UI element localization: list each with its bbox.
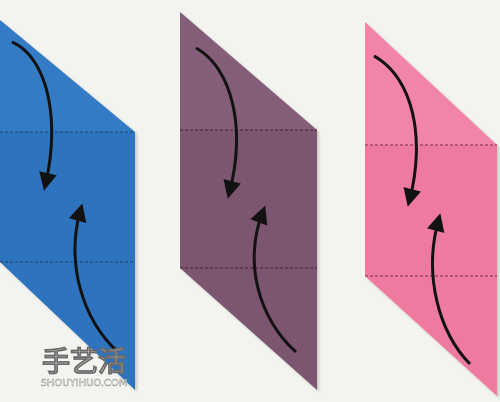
blue-paper-piece <box>0 20 135 390</box>
blue-arrow-down <box>11 40 57 191</box>
blue-arrow-up <box>68 203 119 354</box>
pink-paper-upper-flap <box>365 22 497 145</box>
purple-paper-piece <box>180 12 317 390</box>
watermark-site-text: SHOUYIHUO.COM <box>40 378 127 389</box>
blue-paper-upper-flap <box>0 20 135 132</box>
purple-paper-upper-flap <box>180 12 317 130</box>
watermark-logo-text: 手艺活 <box>42 345 126 378</box>
purple-arrow-up <box>250 205 298 354</box>
watermark: 手艺活 SHOUYIHUO.COM <box>40 345 127 390</box>
purple-arrow-down <box>195 46 241 199</box>
pink-arrow-up <box>426 213 472 366</box>
pink-paper-piece <box>365 22 497 396</box>
pink-arrow-down <box>373 54 421 207</box>
